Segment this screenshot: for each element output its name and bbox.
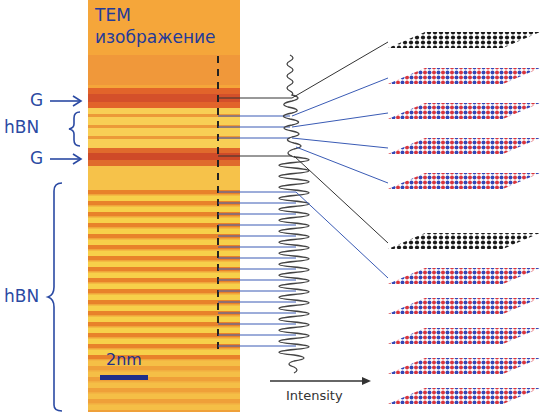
layer-label: G <box>30 90 43 110</box>
tem-image <box>88 0 240 412</box>
profile-line <box>217 56 219 352</box>
intensity-profile <box>279 55 309 373</box>
scale-bar <box>100 375 148 380</box>
layer-label: hBN <box>4 286 39 306</box>
scale-label: 2nm <box>106 350 142 369</box>
axis-label: Intensity <box>286 388 343 403</box>
layer-label: G <box>30 148 43 168</box>
layer-label: hBN <box>4 117 39 137</box>
tem-image-panel: TEM изображение 2nm <box>88 0 240 412</box>
image-title: TEM изображение <box>95 4 235 48</box>
layer-leaders <box>292 42 388 278</box>
markers <box>48 96 81 411</box>
intensity-axis <box>270 377 371 385</box>
atomic-layers <box>388 32 540 404</box>
